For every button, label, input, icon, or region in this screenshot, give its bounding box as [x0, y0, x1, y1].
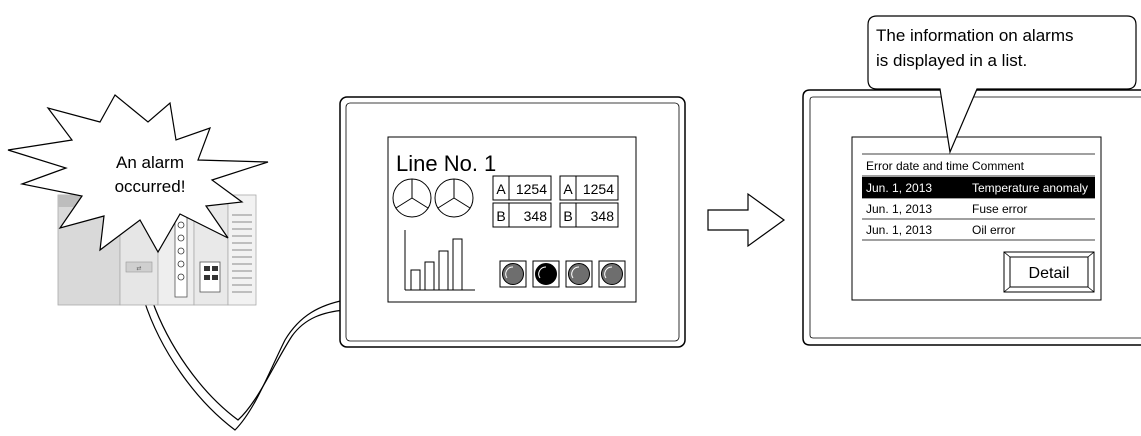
alarm-row-comment: Temperature anomaly: [972, 181, 1088, 195]
callout-text-line1: The information on alarms: [876, 26, 1073, 45]
column-header-comment: Comment: [972, 159, 1025, 173]
detail-button[interactable]: Detail: [1003, 251, 1095, 293]
display-value: 348: [591, 208, 615, 224]
column-header-date: Error date and time: [866, 159, 969, 173]
alarm-burst-line2: occurred!: [115, 177, 186, 196]
callout-shape: [867, 15, 1137, 155]
alarm-row-date: Jun. 1, 2013: [866, 223, 932, 237]
alarm-row-date: Jun. 1, 2013: [866, 181, 932, 195]
display-label: A: [496, 181, 506, 197]
display-value: 1254: [516, 181, 547, 197]
alarm-burst: An alarm occurred!: [7, 94, 269, 254]
display-label: A: [563, 181, 573, 197]
got-screen-title: Line No. 1: [396, 151, 496, 176]
alarm-row-comment: Oil error: [972, 223, 1015, 237]
got-monitor: Line No. 1 A: [339, 96, 686, 348]
callout-bubble: The information on alarms is displayed i…: [867, 15, 1137, 155]
pie-gauge-2: [434, 178, 474, 218]
bar: [438, 250, 449, 291]
alarm-row-comment: Fuse error: [972, 202, 1027, 216]
display-value: 1254: [583, 181, 614, 197]
display-label: B: [563, 208, 572, 224]
bar: [424, 261, 435, 291]
bar: [452, 238, 463, 291]
display-label: B: [496, 208, 505, 224]
detail-button-label: Detail: [1029, 265, 1070, 282]
bar: [410, 269, 421, 291]
connection-cable: [143, 299, 346, 431]
alarm-row-selected[interactable]: [862, 177, 1095, 198]
alarm-list-table: Error date and time Comment Jun. 1, 2013…: [862, 153, 1095, 241]
display-value: 348: [524, 208, 548, 224]
numeric-display-grid: A 1254 A 1254 B 348 B 348: [492, 175, 619, 228]
alarm-burst-line1: An alarm: [116, 153, 184, 172]
lamp-group: [499, 260, 626, 288]
alarm-burst-shape: [7, 94, 269, 254]
svg-text:⇄: ⇄: [136, 265, 141, 272]
bar-graph: [404, 230, 475, 291]
flow-arrow-icon: [707, 192, 786, 248]
alarm-monitor: Error date and time Comment Jun. 1, 2013…: [802, 89, 1141, 346]
callout-text-line2: is displayed in a list.: [876, 51, 1027, 70]
alarm-row-date: Jun. 1, 2013: [866, 202, 932, 216]
pie-gauge-1: [392, 178, 432, 218]
